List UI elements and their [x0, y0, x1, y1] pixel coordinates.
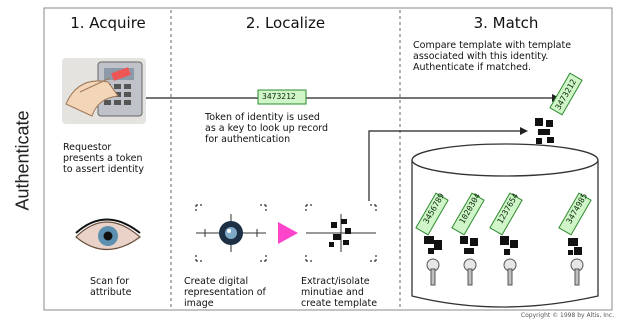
db-templates	[424, 236, 582, 255]
db-token-box	[558, 192, 592, 236]
db-token-box	[489, 192, 523, 236]
acquire-token-text: Requestor presents a token to assert ide…	[63, 142, 145, 175]
localize-create-text: Create digital representation of image	[184, 276, 266, 309]
db-token-boxes	[415, 192, 592, 236]
db-template-icon	[424, 236, 442, 254]
key-icon	[503, 258, 517, 286]
match-template-icon	[535, 118, 554, 144]
acquire-scan-text: Scan for attribute	[90, 276, 132, 298]
key-icon	[426, 258, 440, 286]
side-label-authenticate: Authenticate	[12, 110, 33, 211]
db-token-box	[415, 192, 449, 236]
localize-token-box	[257, 89, 307, 105]
template-crosshair-icon	[305, 204, 377, 262]
step-title-localize: 2. Localize	[245, 14, 326, 32]
localize-lookup-text: Token of identity is used as a key to lo…	[205, 112, 329, 145]
database-icon	[411, 143, 599, 308]
step-title-match: 3. Match	[473, 14, 539, 32]
key-icon	[570, 258, 584, 286]
frame	[43, 7, 613, 311]
db-keys	[426, 258, 584, 286]
db-template-icon	[460, 236, 478, 254]
db-token-box	[451, 192, 485, 236]
eye-icon	[75, 218, 141, 250]
match-compare-text: Compare template with template associate…	[413, 40, 572, 73]
localize-token-value: 3473212	[262, 92, 296, 101]
copyright-text: Copyright © 1998 by Altis, Inc.	[520, 312, 614, 319]
hand-card-icon	[62, 58, 146, 124]
step-title-acquire: 1. Acquire	[70, 14, 146, 32]
process-arrow-icon	[278, 222, 298, 244]
key-icon	[463, 258, 477, 286]
db-template-icon	[500, 236, 518, 255]
db-template-icon	[568, 238, 582, 255]
eye-crosshair-icon	[195, 204, 267, 262]
localize-extract-text: Extract/isolate minutiae and create temp…	[301, 276, 378, 309]
match-token-box	[549, 72, 583, 116]
